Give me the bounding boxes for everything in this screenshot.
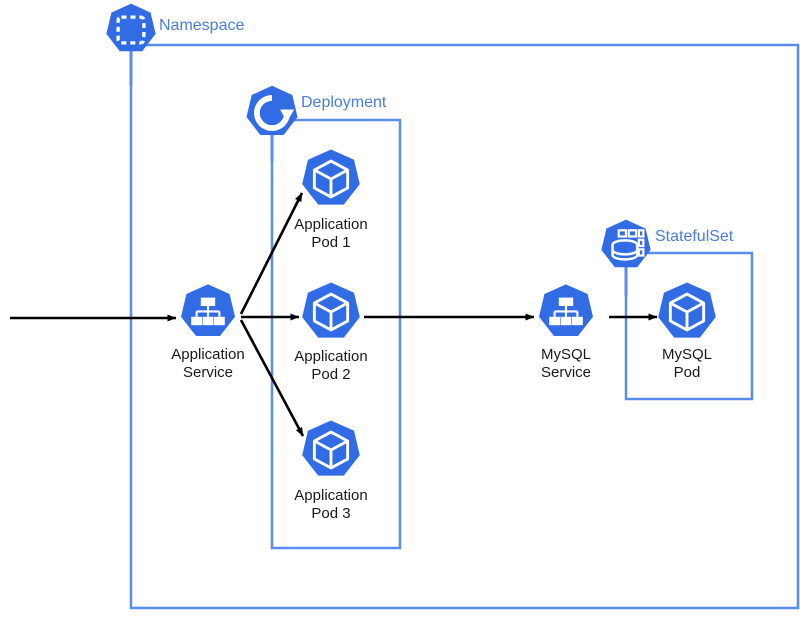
namespace-group-box (129, 43, 800, 610)
pod-icon (299, 147, 363, 216)
application-service-label: Application Service (171, 346, 245, 381)
namespace-icon (103, 2, 159, 63)
arrow-application-service-to-pod-1 (239, 192, 304, 315)
namespace-group-label: Namespace (159, 17, 245, 34)
statefulset-group-label: StatefulSet (655, 228, 734, 245)
mysql-service-label: MySQL Service (540, 346, 592, 381)
deployment-group-label: Deployment (301, 94, 387, 111)
service-icon (536, 282, 596, 347)
service-icon (178, 282, 238, 347)
mysql-pod-label: MySQL Pod (661, 346, 712, 381)
pod-icon (655, 280, 719, 349)
application-pod-2-label: Application Pod 2 (294, 348, 368, 383)
application-pod-3-label: Application Pod 3 (294, 487, 368, 522)
pod-icon (299, 418, 363, 487)
deployment-icon (243, 84, 301, 147)
pod-icon (299, 280, 363, 349)
statefulset-icon (598, 218, 654, 279)
application-pod-1-label: Application Pod 1 (294, 216, 368, 251)
arrow-application-service-to-pod-3 (239, 319, 305, 437)
statefulset-group-box (624, 251, 754, 401)
deployment-group-box (270, 118, 402, 550)
